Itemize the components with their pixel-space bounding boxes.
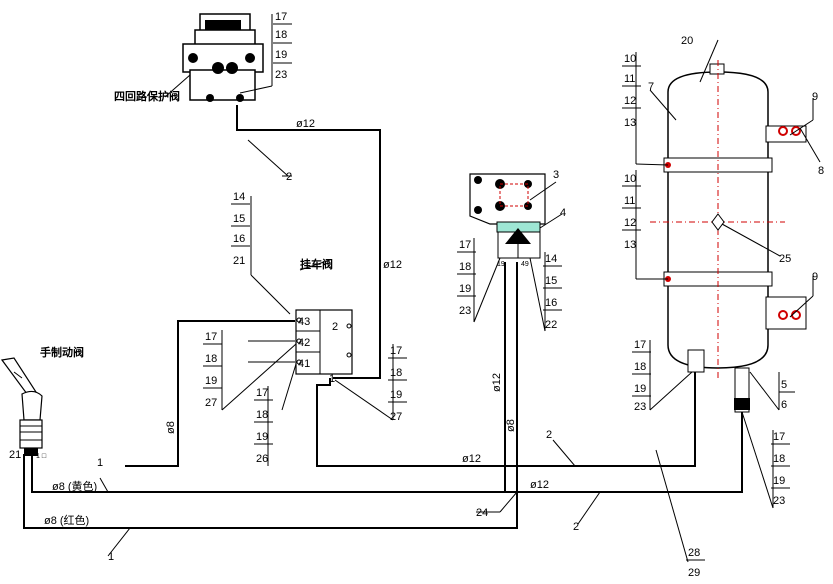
label-13-a: 13 [624,117,636,129]
port-2: 2 [332,321,338,333]
label-20: 20 [681,35,693,47]
label-17-b: 17 [205,331,217,343]
hbv-port-1: 1 □ [36,453,47,460]
label-23-h: 23 [773,495,785,507]
label-19-c: 19 [256,431,268,443]
label-21-tv: 21 [233,255,245,267]
pipe-dia-phi8-relay: ø8 [505,419,517,432]
port-43: 43 [298,316,310,328]
label-24: 24 [476,507,488,519]
label-28: 28 [688,547,700,559]
label-18-h: 18 [773,453,785,465]
label-25: 25 [779,253,791,265]
label-10-b: 10 [624,173,636,185]
label-19-h: 19 [773,475,785,487]
label-23-e: 23 [459,305,471,317]
pipe-dia-phi12-low: ø12 [530,479,549,491]
label-19-d: 19 [390,389,402,401]
pipe-dia-phi12-mid: ø12 [462,453,481,465]
label-3: 3 [553,169,559,181]
label-18-d: 18 [390,367,402,379]
label-8: 8 [818,165,824,177]
label-19-g: 19 [634,383,646,395]
label-16-tv: 16 [233,233,245,245]
label-11-a: 11 [624,73,635,85]
label-17-c: 17 [256,387,268,399]
label-2-top: 2 [286,171,292,183]
label-13-b: 13 [624,239,636,251]
pipe-phi8-yellow: ø8 (黄色) [52,479,97,493]
label-19-b: 19 [205,375,217,387]
label-7: 7 [648,81,654,93]
trailer-valve-label: 挂车阀 [300,257,333,271]
hand-brake-valve-label: 手制动阀 [40,345,84,359]
label-14-f: 14 [545,253,557,265]
label-14-tv: 14 [233,191,245,203]
label-1-a: 1 [97,457,103,469]
label-2-low: 2 [573,521,579,533]
pipes [23,105,743,563]
label-17-e: 17 [459,239,471,251]
label-18-e: 18 [459,261,471,273]
label-5: 5 [781,379,787,391]
label-17-h: 17 [773,431,785,443]
label-18-a: 18 [275,29,287,41]
label-11-b: 11 [624,195,635,207]
port-1: 1 [329,373,335,385]
label-23-g: 23 [634,401,646,413]
label-10-a: 10 [624,53,636,65]
label-27-b: 27 [205,397,217,409]
label-18-b: 18 [205,353,217,365]
label-23-a: 23 [275,69,287,81]
hbv-port-21: 21 [9,449,21,461]
hand-brake-valve [0,357,43,456]
label-19-a: 19 [275,49,287,61]
trailer-valve [295,309,353,375]
pipe-dia-phi12-relay: ø12 [491,373,503,392]
label-2-mid: 2 [546,429,552,441]
label-18-c: 18 [256,409,268,421]
label-19-e: 19 [459,283,471,295]
label-18-g: 18 [634,361,646,373]
callout-underlines [203,23,795,561]
label-1-b: 1 [108,551,114,563]
relay-port-49: 49 [521,261,529,268]
pipe-dia-phi12-right: ø12 [383,259,402,271]
label-6: 6 [781,399,787,411]
label-15-tv: 15 [233,213,245,225]
label-12-a: 12 [624,95,636,107]
pipe-dia-phi8-left: ø8 [165,421,177,434]
label-27-d: 27 [390,411,402,423]
relay-port-19: 19 [497,261,505,268]
port-41: 41 [298,358,310,370]
four-circuit-valve-label: 四回路保护阀 [114,89,180,103]
four-circuit-valve [182,13,264,102]
port-42: 42 [298,337,310,349]
label-15-f: 15 [545,275,557,287]
relay-valve [469,173,546,259]
label-26-c: 26 [256,453,268,465]
air-tank [650,60,807,413]
label-17-g: 17 [634,339,646,351]
label-16-f: 16 [545,297,557,309]
label-9-a: 9 [812,91,818,103]
label-22-f: 22 [545,319,557,331]
callout-labels: 17 18 19 23 四回路保护阀 ø12 2 ø12 14 15 16 21… [9,11,824,579]
label-17-a: 17 [275,11,287,23]
label-12-b: 12 [624,217,636,229]
pipe-phi8-red: ø8 (红色) [44,513,89,527]
pipe-dia-phi12-top: ø12 [296,118,315,130]
label-29: 29 [688,567,700,579]
label-4: 4 [560,207,566,219]
label-9-b: 9 [812,271,818,283]
label-17-d: 17 [390,345,402,357]
